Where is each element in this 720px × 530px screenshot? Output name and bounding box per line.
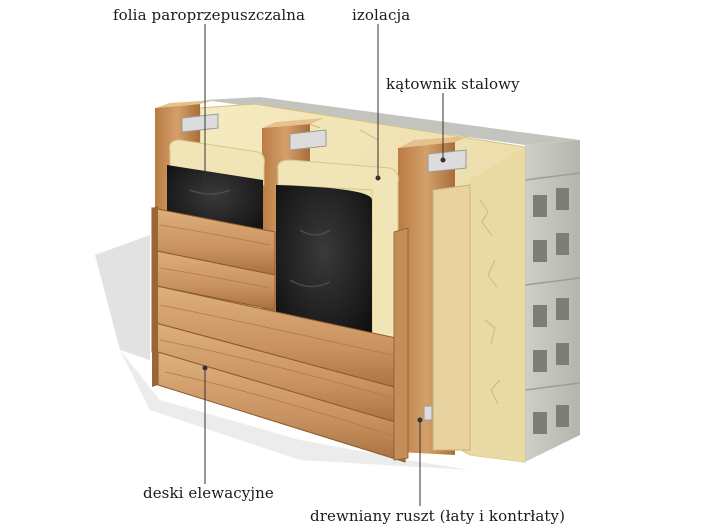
label-steel-angle: kątownik stalowy [386, 75, 520, 93]
label-timber-frame: drewniany ruszt (łaty i kontrłaty) [310, 507, 566, 525]
steel-angle-brackets [181, 113, 467, 421]
label-vapour-membrane: folia paroprzepuszczalna [113, 6, 306, 24]
facade-boards [151, 206, 406, 463]
front-counter-batten [393, 227, 409, 461]
block-hollow-cores [533, 188, 569, 434]
leader-lines [202, 24, 446, 506]
label-insulation: izolacja [352, 6, 411, 24]
concrete-block-wall [205, 97, 581, 462]
ground-shadow [95, 235, 470, 470]
label-facade-boards: deski elewacyjne [143, 484, 274, 502]
